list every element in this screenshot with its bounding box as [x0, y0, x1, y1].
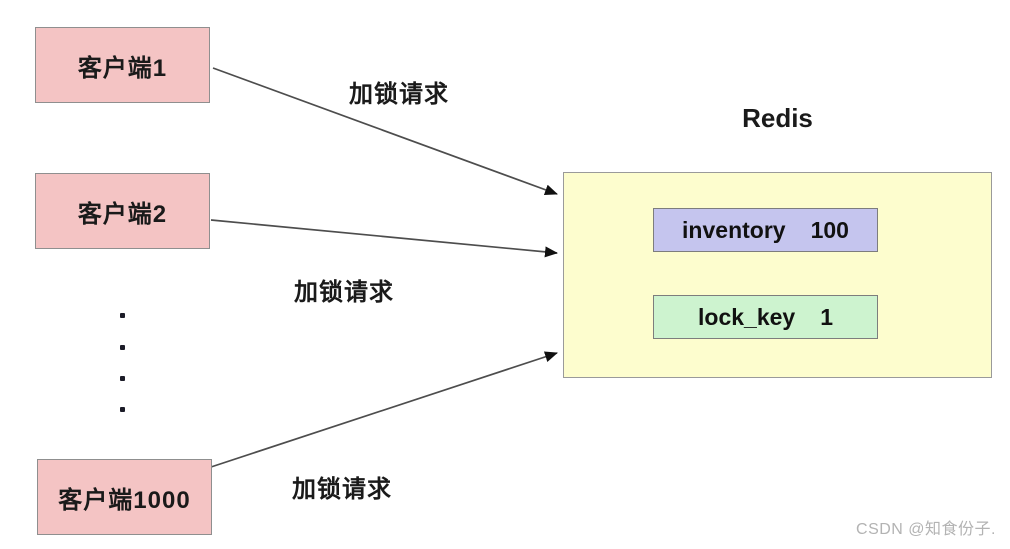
ellipsis-dot — [120, 407, 125, 412]
client-1-label: 客户端1 — [77, 54, 168, 82]
inventory-key: inventory — [682, 216, 786, 243]
lock-key-entry: lock_key 1 — [653, 295, 878, 339]
lock-key-key: lock_key — [698, 303, 796, 330]
ellipsis-dot — [120, 376, 125, 381]
client-1-box: 客户端1 — [35, 27, 210, 103]
ellipsis-dot — [120, 345, 125, 350]
redis-box: inventory 100 lock_key 1 — [563, 172, 992, 378]
client-2-box: 客户端2 — [35, 173, 210, 249]
inventory-value: 100 — [810, 216, 849, 243]
lock-request-arrow-3 — [210, 351, 558, 468]
lock-request-label-1: 加锁请求 — [349, 81, 449, 108]
ellipsis-dot — [120, 313, 125, 318]
lock-request-arrow-2 — [210, 219, 558, 258]
lock-key-value: 1 — [820, 303, 833, 330]
inventory-entry: inventory 100 — [653, 208, 878, 252]
lock-request-label-3: 加锁请求 — [292, 476, 392, 503]
client-2-label: 客户端2 — [77, 200, 168, 228]
lock-request-label-2: 加锁请求 — [294, 279, 394, 306]
client-1000-box: 客户端1000 — [37, 459, 212, 535]
watermark: CSDN @知食份子. — [856, 521, 996, 538]
redis-title: Redis — [742, 103, 813, 133]
client-1000-label: 客户端1000 — [58, 486, 191, 514]
